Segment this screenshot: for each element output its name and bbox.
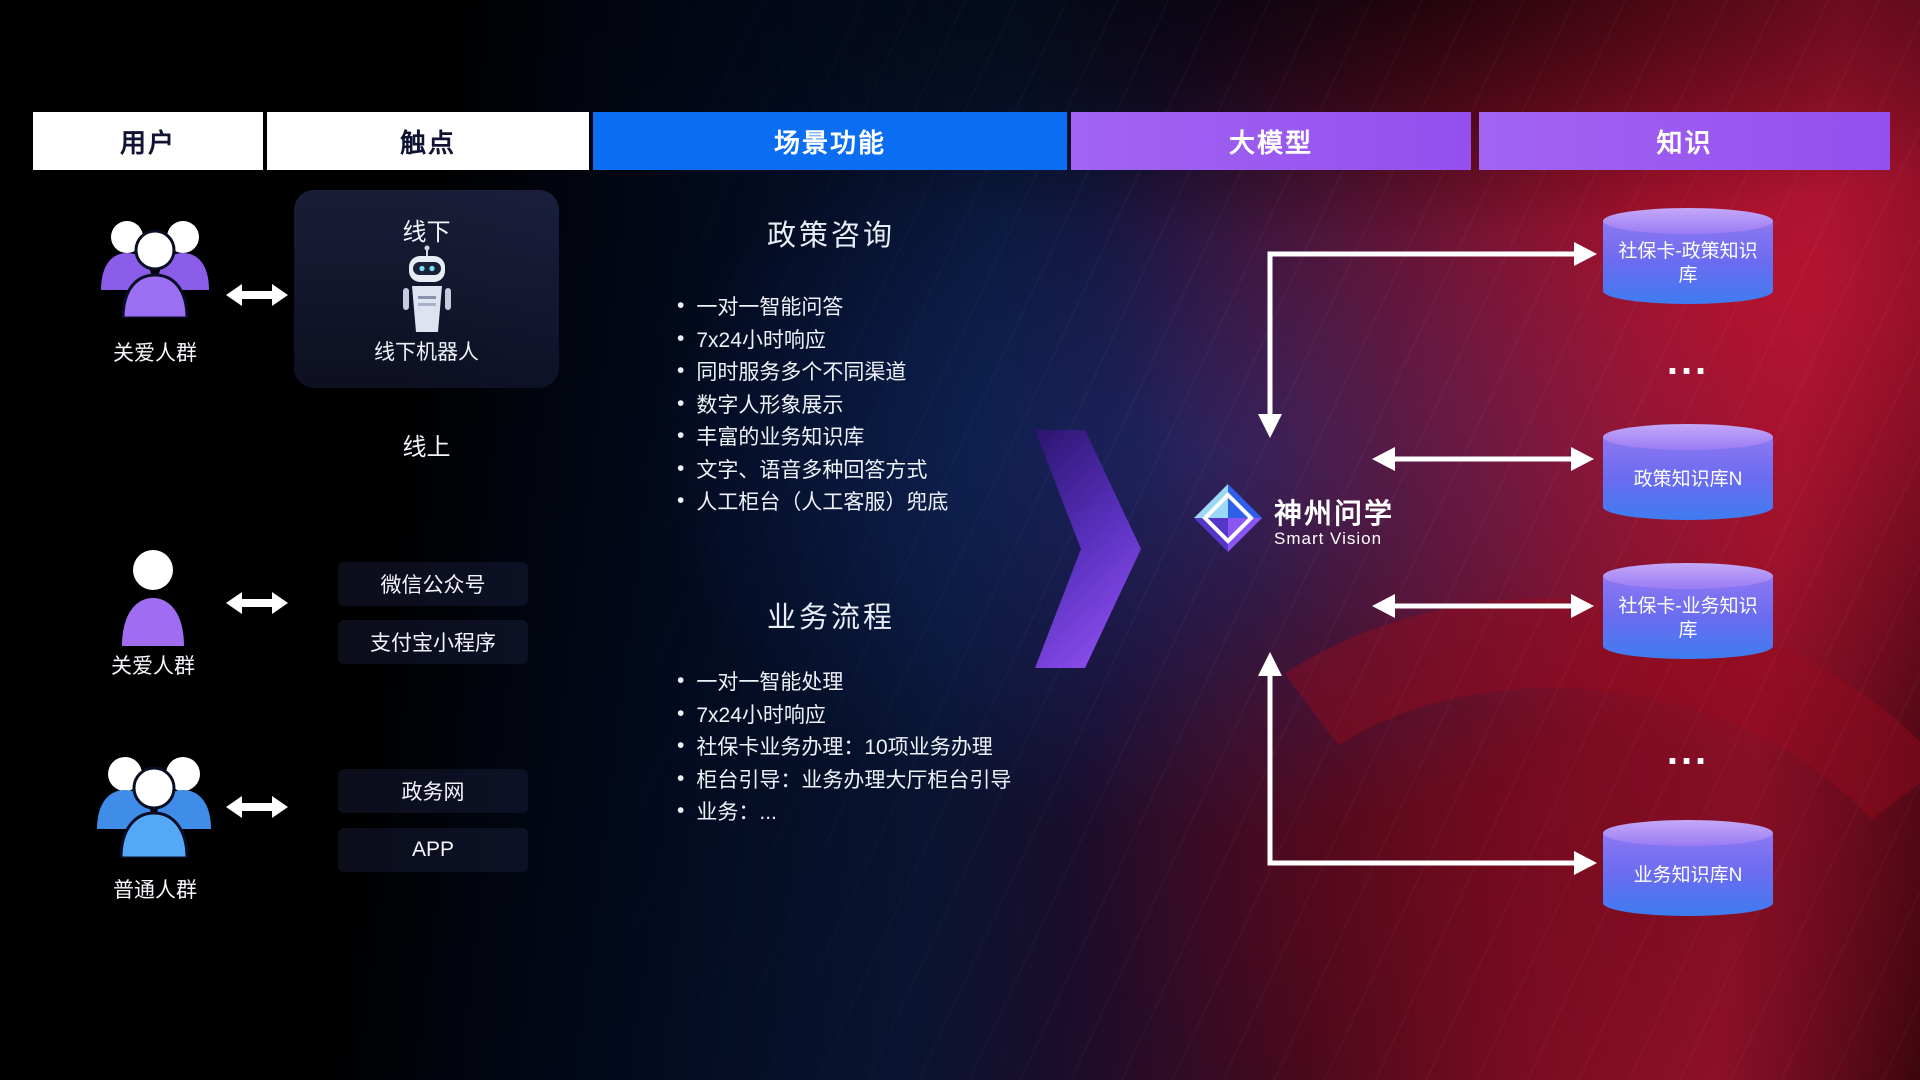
header-model: 大模型 xyxy=(1071,112,1471,170)
feature-item: 数字人形象展示 xyxy=(677,388,948,421)
header-knowledge-label: 知识 xyxy=(1656,127,1713,158)
person-icon xyxy=(118,548,188,651)
header-scenarios-label: 场景功能 xyxy=(773,127,886,158)
feature-item: 7x24小时响应 xyxy=(677,698,1011,731)
feature-item: 人工柜台（人工客服）兜底 xyxy=(677,485,948,518)
feature-item: 丰富的业务知识库 xyxy=(677,420,948,453)
database-label: 政策知识库N xyxy=(1633,469,1743,491)
feature-item: 一对一智能问答 xyxy=(677,290,948,323)
double-arrow-icon xyxy=(226,280,288,310)
feature-item: 社保卡业务办理：10项业务办理 xyxy=(677,730,1011,763)
group-people-icon xyxy=(92,746,216,863)
header-model-label: 大模型 xyxy=(1228,127,1313,158)
feature-item: 文字、语音多种回答方式 xyxy=(677,453,948,486)
model-name: 神州问学 xyxy=(1274,498,1395,529)
group-people-icon xyxy=(95,210,215,323)
double-arrow-icon xyxy=(226,792,288,822)
user-group-label: 关爱人群 xyxy=(113,342,197,365)
ellipsis: ... xyxy=(1666,729,1710,773)
feature-item: 业务：... xyxy=(677,795,1011,828)
touchpoint-gov: 政务网 xyxy=(338,769,528,813)
database-label: 社保卡-政策知识库 xyxy=(1618,241,1758,286)
touchpoint-wechat: 微信公众号 xyxy=(338,562,528,606)
feature-item: 同时服务多个不同渠道 xyxy=(677,355,948,388)
database-label: 业务知识库N xyxy=(1633,865,1743,887)
user-group-label: 普通人群 xyxy=(113,879,197,902)
header-scenarios: 场景功能 xyxy=(593,112,1067,170)
policy-section-title: 政策咨询 xyxy=(766,220,895,252)
model-subtitle: Smart Vision xyxy=(1274,529,1383,548)
feature-item: 一对一智能处理 xyxy=(677,665,1011,698)
flow-arrow-icon xyxy=(1035,430,1141,673)
feature-item: 柜台引导：业务办理大厅柜台引导 xyxy=(677,763,1011,796)
user-group-label: 关爱人群 xyxy=(111,655,195,678)
offline-touchpoint-card: 线下 线下机器人 xyxy=(294,190,559,388)
database-cylinder: 业务知识库N xyxy=(1601,818,1775,918)
business-section-title: 业务流程 xyxy=(766,602,895,634)
online-title: 线上 xyxy=(402,434,451,461)
header-knowledge: 知识 xyxy=(1479,112,1890,170)
database-label: 社保卡-业务知识库 xyxy=(1618,596,1758,641)
header-touchpoints: 触点 xyxy=(267,112,589,170)
touchpoint-alipay: 支付宝小程序 xyxy=(338,620,528,664)
header-users-label: 用户 xyxy=(119,127,176,158)
smart-vision-logo-icon xyxy=(1192,482,1264,559)
touchpoint-app: APP xyxy=(338,828,528,872)
double-arrow-icon xyxy=(226,588,288,618)
header-users: 用户 xyxy=(33,112,263,170)
policy-feature-list: 一对一智能问答 7x24小时响应 同时服务多个不同渠道 数字人形象展示 丰富的业… xyxy=(677,290,948,518)
database-cylinder: 政策知识库N xyxy=(1601,422,1775,522)
feature-item: 7x24小时响应 xyxy=(677,323,948,356)
database-cylinder: 社保卡-业务知识库 xyxy=(1601,561,1775,661)
header-touchpoints-label: 触点 xyxy=(399,127,456,158)
database-cylinder: 社保卡-政策知识库 xyxy=(1601,206,1775,306)
offline-title: 线下 xyxy=(402,219,451,246)
robot-label: 线下机器人 xyxy=(374,341,479,364)
ellipsis: ... xyxy=(1666,339,1710,383)
business-feature-list: 一对一智能处理 7x24小时响应 社保卡业务办理：10项业务办理 柜台引导：业务… xyxy=(677,665,1011,828)
robot-icon xyxy=(397,244,457,339)
